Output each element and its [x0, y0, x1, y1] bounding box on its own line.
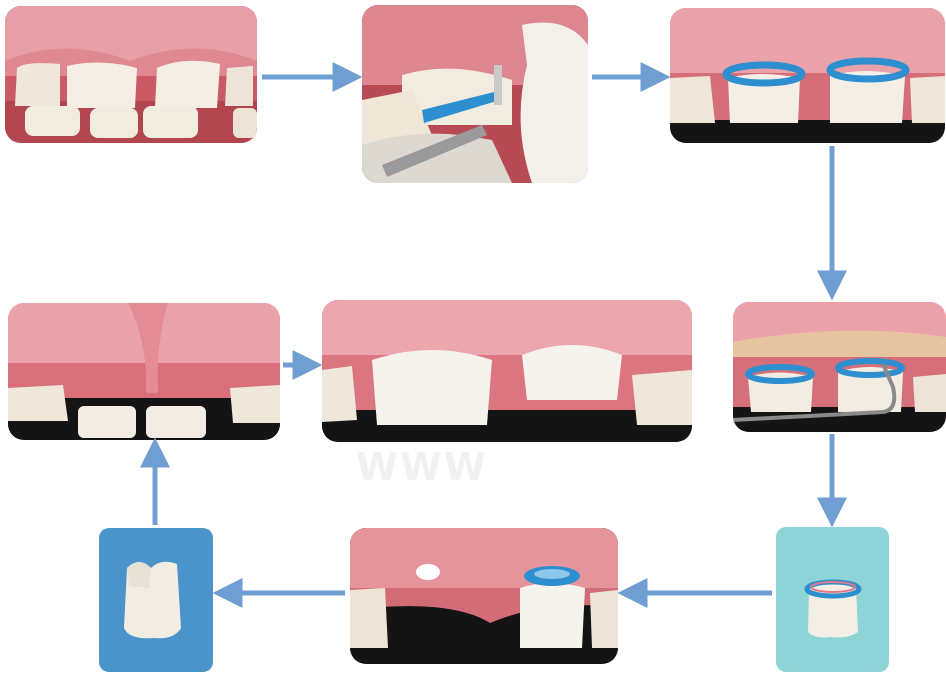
photo-healed-gum	[8, 303, 280, 440]
final-restoration-image	[322, 300, 692, 442]
photo-front-teeth-gap	[5, 6, 257, 143]
separator-placement-image	[362, 5, 588, 183]
extracted-tooth-on-blue-image	[99, 528, 213, 672]
healed-gum-image	[8, 303, 280, 440]
front-teeth-gap-image	[5, 6, 257, 143]
extracted-tooth-with-ring-image	[776, 527, 889, 672]
photo-extracted-tooth-with-ring	[776, 527, 889, 672]
empty-socket-image	[350, 528, 618, 664]
photo-final-restoration	[322, 300, 692, 442]
photo-extracted-tooth-on-blue	[99, 528, 213, 672]
photo-teeth-with-blue-rings	[670, 8, 945, 143]
photo-probe-check	[733, 302, 946, 432]
probe-check-image	[733, 302, 946, 432]
photo-empty-socket	[350, 528, 618, 664]
photo-separator-placement	[362, 5, 588, 183]
teeth-with-blue-rings-image	[670, 8, 945, 143]
watermark-text: WWW	[352, 445, 492, 489]
